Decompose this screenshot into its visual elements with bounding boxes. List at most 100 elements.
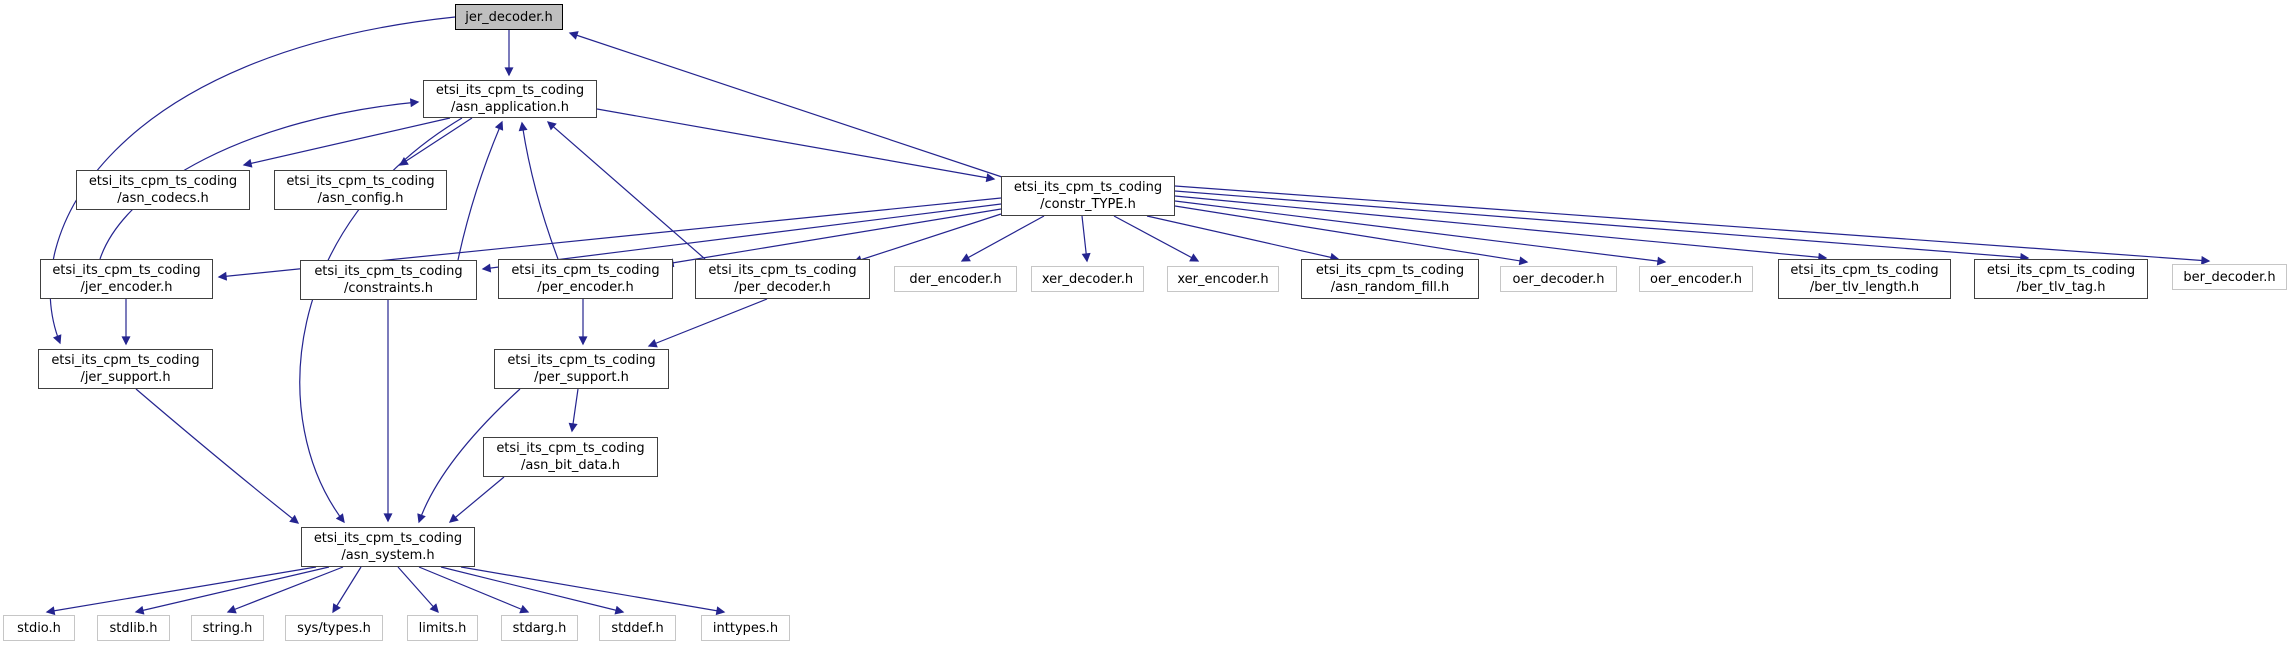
node-label: /jer_encoder.h: [80, 280, 173, 295]
node-label: xer_decoder.h: [1041, 271, 1134, 287]
node-label: etsi_its_cpm_ts_coding: [314, 264, 463, 279]
node-jer_support[interactable]: etsi_its_cpm_ts_coding/jer_support.h: [38, 349, 213, 389]
node-label: etsi_its_cpm_ts_coding: [511, 263, 660, 278]
node-label: ber_decoder.h: [2183, 269, 2276, 285]
edge-asn_system-string: [226, 566, 344, 614]
node-label: etsi_its_cpm_ts_coding: [52, 263, 201, 278]
node-label: xer_encoder.h: [1177, 271, 1269, 287]
node-asn_config[interactable]: etsi_its_cpm_ts_coding/asn_config.h: [274, 170, 447, 210]
edge-per_support-asn_bit_data: [568, 388, 579, 433]
node-sys_types: sys/types.h: [285, 615, 383, 641]
node-label: oer_decoder.h: [1512, 271, 1605, 287]
node-jer_encoder[interactable]: etsi_its_cpm_ts_coding/jer_encoder.h: [40, 259, 213, 299]
node-label: etsi_its_cpm_ts_coding: [496, 441, 645, 456]
edge-constr_TYPE-per_decoder: [852, 213, 1002, 264]
node-asn_system[interactable]: etsi_its_cpm_ts_coding/asn_system.h: [301, 527, 475, 567]
node-xer_encoder: xer_encoder.h: [1167, 266, 1279, 292]
edge-constr_TYPE-ber_decoder: [1174, 185, 2211, 265]
node-ber_decoder: ber_decoder.h: [2172, 264, 2287, 290]
node-label: /per_decoder.h: [734, 280, 831, 295]
edge-asn_system-stdlib: [134, 566, 330, 615]
node-ber_tlv_length[interactable]: etsi_its_cpm_ts_coding/ber_tlv_length.h: [1778, 259, 1951, 299]
node-constr_TYPE[interactable]: etsi_its_cpm_ts_coding/constr_TYPE.h: [1001, 176, 1175, 216]
node-label: etsi_its_cpm_ts_coding: [507, 353, 656, 368]
edge-jer_encoder-asn_application: [99, 98, 420, 260]
node-label: /asn_application.h: [451, 100, 569, 115]
edge-constr_TYPE-xer_decoder: [1081, 215, 1091, 263]
node-label: stdlib.h: [109, 620, 158, 636]
edge-asn_system-stddef: [440, 566, 625, 615]
edge-asn_bit_data-asn_system: [448, 476, 505, 523]
edge-asn_system-sys_types: [332, 566, 362, 614]
edge-constr_TYPE-asn_random_fill: [1146, 215, 1340, 262]
node-oer_decoder: oer_decoder.h: [1500, 266, 1617, 292]
node-per_decoder[interactable]: etsi_its_cpm_ts_coding/per_decoder.h: [695, 259, 870, 299]
edge-constraints-asn_application: [457, 120, 504, 261]
edge-constr_TYPE-ber_tlv_length: [1174, 195, 1828, 262]
node-constraints[interactable]: etsi_its_cpm_ts_coding/constraints.h: [300, 260, 477, 300]
edge-asn_application-asn_system: [299, 117, 463, 524]
node-label: etsi_its_cpm_ts_coding: [1013, 180, 1163, 195]
node-stdio: stdio.h: [3, 615, 75, 641]
node-jer_decoder: jer_decoder.h: [455, 4, 563, 30]
edge-constr_TYPE-xer_encoder: [1113, 215, 1200, 262]
edge-asn_application-asn_config: [398, 117, 473, 166]
node-label: /asn_bit_data.h: [521, 458, 620, 473]
node-asn_application[interactable]: etsi_its_cpm_ts_coding/asn_application.h: [423, 80, 597, 118]
node-string: string.h: [191, 615, 264, 641]
node-xer_decoder: xer_decoder.h: [1031, 266, 1144, 292]
edge-constr_TYPE-oer_decoder: [1174, 205, 1529, 266]
node-stdlib: stdlib.h: [97, 615, 170, 641]
node-label: stdarg.h: [512, 620, 567, 636]
node-label: der_encoder.h: [909, 271, 1002, 287]
node-label: etsi_its_cpm_ts_coding: [1790, 263, 1939, 278]
edge-per_encoder-asn_application: [518, 121, 559, 260]
node-label: oer_encoder.h: [1650, 271, 1742, 287]
node-label: jer_decoder.h: [465, 9, 553, 25]
node-label: limits.h: [418, 620, 467, 636]
node-label: /per_support.h: [534, 370, 629, 385]
node-label: /asn_codecs.h: [117, 191, 209, 206]
node-oer_encoder: oer_encoder.h: [1639, 266, 1753, 292]
node-label: /per_encoder.h: [537, 280, 634, 295]
edge-per_decoder-asn_application: [546, 121, 706, 260]
edge-asn_system-limits: [397, 566, 439, 614]
edge-constr_TYPE-ber_tlv_tag: [1174, 190, 2030, 262]
node-label: /asn_system.h: [341, 548, 435, 563]
node-label: /ber_tlv_length.h: [1809, 280, 1920, 295]
node-ber_tlv_tag[interactable]: etsi_its_cpm_ts_coding/ber_tlv_tag.h: [1974, 259, 2148, 299]
node-asn_codecs[interactable]: etsi_its_cpm_ts_coding/asn_codecs.h: [76, 170, 250, 210]
node-stdarg: stdarg.h: [501, 615, 578, 641]
node-label: etsi_its_cpm_ts_coding: [1315, 263, 1465, 278]
node-label: string.h: [202, 620, 253, 636]
node-label: sys/types.h: [297, 620, 371, 636]
edge-jer_support-asn_system: [135, 388, 300, 524]
node-label: inttypes.h: [712, 620, 779, 636]
node-limits: limits.h: [407, 615, 478, 641]
node-label: etsi_its_cpm_ts_coding: [88, 174, 238, 189]
node-label: stddef.h: [611, 620, 664, 636]
edge-asn_system-stdio: [45, 566, 317, 616]
node-label: etsi_its_cpm_ts_coding: [286, 174, 435, 189]
node-label: stdio.h: [17, 620, 61, 636]
node-label: etsi_its_cpm_ts_coding: [1986, 263, 2136, 278]
node-stddef: stddef.h: [599, 615, 676, 641]
node-label: etsi_its_cpm_ts_coding: [313, 531, 463, 546]
node-der_encoder: der_encoder.h: [894, 266, 1017, 292]
edge-asn_application-asn_codecs: [242, 117, 451, 168]
node-inttypes: inttypes.h: [701, 615, 790, 641]
node-label: etsi_its_cpm_ts_coding: [435, 83, 585, 98]
edge-constr_TYPE-per_encoder: [664, 208, 1002, 268]
node-asn_random_fill[interactable]: etsi_its_cpm_ts_coding/asn_random_fill.h: [1301, 259, 1479, 299]
edge-asn_system-inttypes: [460, 566, 726, 616]
node-label: /constraints.h: [344, 281, 433, 296]
node-label: /jer_support.h: [80, 370, 171, 385]
node-per_support[interactable]: etsi_its_cpm_ts_coding/per_support.h: [494, 349, 669, 389]
node-label: etsi_its_cpm_ts_coding: [708, 263, 857, 278]
node-asn_bit_data[interactable]: etsi_its_cpm_ts_coding/asn_bit_data.h: [483, 437, 658, 477]
node-label: /asn_config.h: [317, 191, 404, 206]
node-per_encoder[interactable]: etsi_its_cpm_ts_coding/per_encoder.h: [498, 259, 673, 299]
edge-constr_TYPE-oer_encoder: [1174, 200, 1667, 266]
